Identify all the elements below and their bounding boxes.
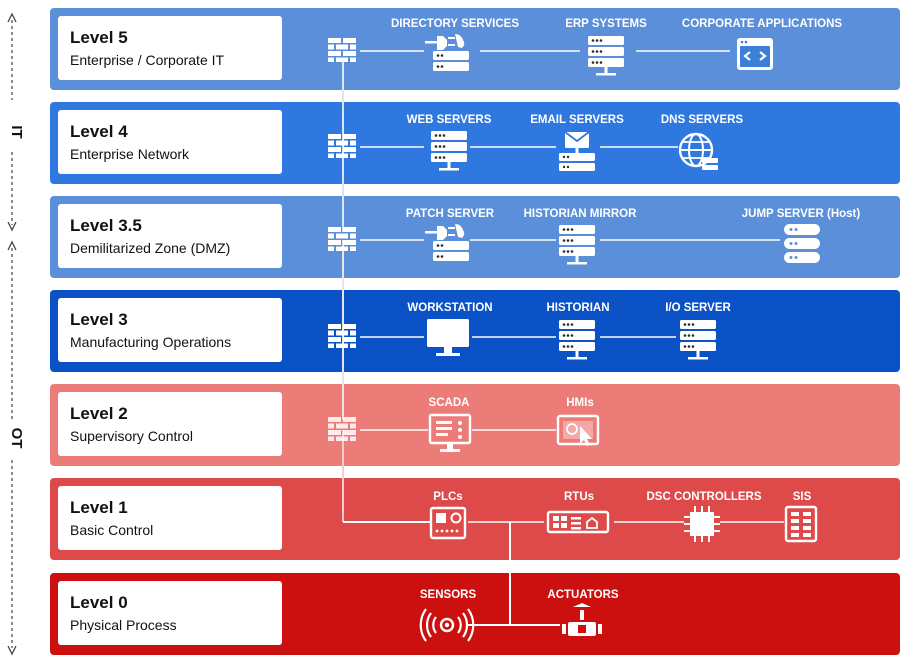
- level-0-subtitle: Physical Process: [70, 617, 177, 633]
- level-2-title: Level 2: [70, 404, 128, 423]
- level-1-node-rtus: RTUs: [546, 491, 610, 534]
- level-1-title: Level 1: [70, 498, 128, 517]
- node-label: PLCs: [433, 491, 462, 503]
- level-0-node-sensors: SENSORS: [419, 589, 477, 643]
- node-label: SCADA: [429, 397, 470, 409]
- level-3-5-band: Level 3.5 Demilitarized Zone (DMZ): [50, 196, 900, 278]
- node-label: DSC CONTROLLERS: [647, 491, 762, 503]
- node-label: EMAIL SERVERS: [530, 114, 624, 126]
- node-label: HISTORIAN MIRROR: [524, 208, 638, 220]
- node-label: I/O SERVER: [665, 302, 731, 314]
- level-1-subtitle: Basic Control: [70, 522, 153, 538]
- level-1-node-sis: SIS: [784, 491, 818, 543]
- level-3-band: Level 3 Manufacturing Operations: [50, 290, 900, 372]
- level-2-subtitle: Supervisory Control: [70, 428, 193, 444]
- level-1-node-dsc-controllers: DSC CONTROLLERS: [647, 491, 762, 543]
- node-label: ACTUATORS: [547, 589, 618, 601]
- level-3-5-node-historian-mirror: HISTORIAN MIRROR: [524, 208, 638, 265]
- level-3-5-title: Level 3.5: [70, 216, 142, 235]
- it-up-arrow-icon: [7, 12, 17, 23]
- node-label: HMIs: [566, 397, 593, 409]
- inter-level-connectors: [342, 60, 560, 626]
- level-1-node-plcs: PLCs: [429, 491, 467, 540]
- it-down-arrow-icon: [7, 221, 17, 232]
- level-5-title: Level 5: [70, 28, 128, 47]
- level-2-node-hmis: HMIs: [556, 397, 600, 448]
- node-label: SENSORS: [420, 589, 477, 601]
- level-2-node-scada: SCADA: [429, 397, 472, 454]
- level-4-node-dns-servers: DNS SERVERS: [661, 114, 744, 172]
- ot-up-arrow-icon: [7, 240, 17, 251]
- node-label: JUMP SERVER (Host): [742, 208, 861, 220]
- level-3-label-box: [58, 298, 282, 362]
- node-label: DNS SERVERS: [661, 114, 744, 126]
- node-label: PATCH SERVER: [406, 208, 495, 220]
- ot-down-arrow-icon: [7, 645, 17, 656]
- level-3-5-label-box: [58, 204, 282, 268]
- level-4-title: Level 4: [70, 122, 128, 141]
- level-4-node-web-servers: WEB SERVERS: [407, 114, 492, 171]
- level-3-5-node-patch-server: PATCH SERVER: [406, 208, 495, 261]
- level-0-title: Level 0: [70, 593, 128, 612]
- level-4-label-box: [58, 110, 282, 174]
- level-2-label-box: [58, 392, 282, 456]
- intra-level-connectors: [360, 50, 784, 523]
- level-3-node-io-server: I/O SERVER: [665, 302, 731, 360]
- node-label: ERP SYSTEMS: [565, 18, 647, 30]
- level-1-band: Level 1 Basic Control: [50, 478, 900, 560]
- node-label: WEB SERVERS: [407, 114, 492, 126]
- level-3-node-historian: HISTORIAN: [546, 302, 610, 360]
- level-0-band: Level 0 Physical Process: [50, 573, 900, 655]
- level-5-node-directory-services: DIRECTORY SERVICES: [391, 18, 519, 71]
- ot-label: OT: [8, 428, 25, 449]
- it-ot-side-annotation: IT OT: [7, 12, 25, 656]
- level-0-node-actuators: ACTUATORS: [547, 589, 619, 636]
- code-window-icon: [735, 36, 775, 72]
- level-3-5-node-jump-server: JUMP SERVER (Host): [742, 208, 861, 263]
- database-icon: [784, 224, 820, 263]
- level-5-node-erp-systems: ERP SYSTEMS: [565, 18, 647, 76]
- level-5-label-box: [58, 16, 282, 80]
- level-1-label-box: [58, 486, 282, 550]
- node-label: CORPORATE APPLICATIONS: [682, 18, 842, 30]
- level-4-subtitle: Enterprise Network: [70, 146, 190, 162]
- level-2-band: Level 2 Supervisory Control: [50, 384, 900, 466]
- node-label: SIS: [793, 491, 812, 503]
- level-3-5-subtitle: Demilitarized Zone (DMZ): [70, 240, 230, 256]
- node-label: HISTORIAN: [546, 302, 609, 314]
- level-3-subtitle: Manufacturing Operations: [70, 334, 231, 350]
- level-5-subtitle: Enterprise / Corporate IT: [70, 52, 225, 68]
- node-label: DIRECTORY SERVICES: [391, 18, 519, 30]
- it-label: IT: [8, 125, 25, 138]
- level-4-node-email-servers: EMAIL SERVERS: [530, 114, 624, 172]
- level-3-title: Level 3: [70, 310, 128, 329]
- node-label: WORKSTATION: [407, 302, 492, 314]
- level-0-label-box: [58, 581, 282, 645]
- level-5-band: Level 5 Enterprise / Corporate IT: [50, 8, 900, 90]
- level-3-node-workstation: WORKSTATION: [407, 302, 493, 356]
- node-label: RTUs: [564, 491, 594, 503]
- level-5-node-corporate-applications: CORPORATE APPLICATIONS: [682, 18, 842, 72]
